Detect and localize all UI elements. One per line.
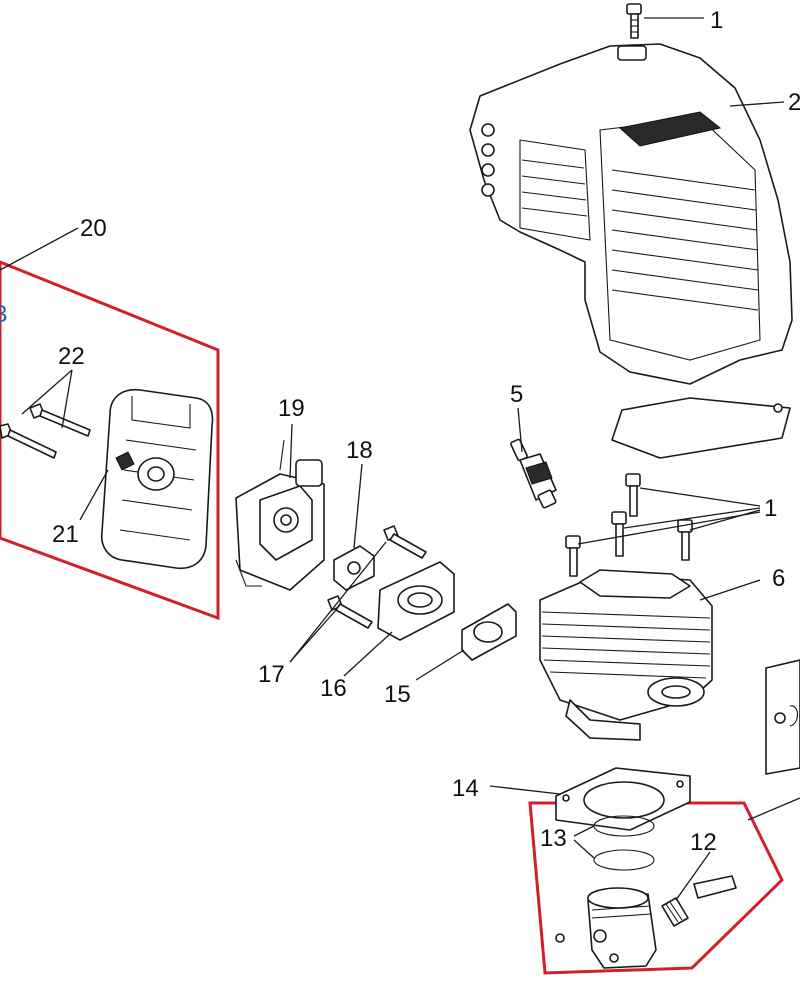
filter-screw-lower xyxy=(0,423,57,459)
air-filter-group-frame xyxy=(0,260,220,621)
callout-partial-left: 3 xyxy=(0,301,7,328)
callout-15: 15 xyxy=(384,681,411,708)
callout-5: 5 xyxy=(510,381,523,408)
cylinder-bolt-1 xyxy=(625,473,641,517)
callout-13: 13 xyxy=(540,825,567,852)
callout-2: 2 xyxy=(788,89,800,116)
carburetor-gasket xyxy=(333,545,375,591)
callout-14: 14 xyxy=(452,775,479,802)
exhaust-plate xyxy=(765,659,800,775)
piston xyxy=(555,887,657,969)
callout-1-bolts: 1 xyxy=(764,495,777,522)
cylinder xyxy=(539,569,713,741)
intake-gasket xyxy=(461,603,517,661)
air-filter-housing xyxy=(100,388,214,570)
filter-screw-upper xyxy=(29,403,91,437)
leader-lines xyxy=(0,17,800,901)
spark-plug xyxy=(510,438,557,509)
callout-17: 17 xyxy=(258,661,285,688)
insulator xyxy=(377,561,455,641)
cover-gasket xyxy=(611,397,791,459)
carb-bolt-lower xyxy=(327,595,373,629)
callout-6: 6 xyxy=(772,565,785,592)
top-screw xyxy=(626,3,642,39)
engine-cover xyxy=(469,43,793,385)
callout-12: 12 xyxy=(690,829,717,856)
callout-20: 20 xyxy=(80,215,107,242)
piston-pin-bearing xyxy=(661,875,737,927)
callout-16: 16 xyxy=(320,675,347,702)
cylinder-bolt-2 xyxy=(611,511,627,557)
carb-bolt-upper xyxy=(383,525,427,559)
carburetor xyxy=(235,439,325,591)
callout-22: 22 xyxy=(58,343,85,370)
callout-18: 18 xyxy=(346,437,373,464)
callout-1-top: 1 xyxy=(710,7,723,34)
callout-21: 21 xyxy=(52,521,79,548)
cylinder-bolt-4 xyxy=(565,535,581,577)
base-gasket xyxy=(555,767,691,831)
callout-19: 19 xyxy=(278,395,305,422)
piston-kit-group-frame xyxy=(528,801,784,975)
